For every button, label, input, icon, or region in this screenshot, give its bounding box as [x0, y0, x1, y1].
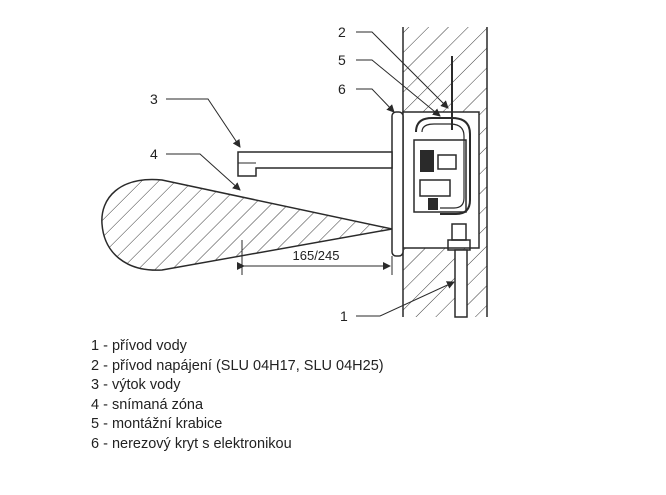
water-supply-pipe [454, 249, 468, 318]
callout-2: 2 [338, 24, 346, 40]
callout-5: 5 [338, 52, 346, 68]
legend-item-sensing-zone: 4 - snímaná zóna [91, 396, 204, 413]
legend-item-power-supply: 2 - přívod napájení (SLU 04H17, SLU 04H2… [91, 357, 384, 374]
leader-6 [356, 88, 395, 113]
legend-item-water-supply: 1 - přívod vody [91, 338, 187, 354]
callout-3: 3 [150, 91, 158, 107]
mounting-box [402, 111, 480, 251]
leader-4 [166, 153, 241, 191]
leader-5 [356, 59, 441, 117]
legend-item-stainless-cover: 6 - nerezový kryt s elektronikou [91, 435, 292, 452]
spout [237, 151, 393, 177]
leader-lines [166, 31, 455, 317]
legend-item-water-outlet: 3 - výtok vody [91, 377, 181, 394]
sensing-zone [101, 178, 393, 271]
leader-2 [356, 31, 449, 109]
leader-1 [356, 281, 455, 317]
leader-3 [166, 98, 241, 148]
legend-list: 1 - přívod vody 2 - přívod napájení (SLU… [91, 337, 384, 455]
callout-4: 4 [150, 146, 158, 162]
callout-6: 6 [338, 81, 346, 97]
callout-1: 1 [340, 308, 348, 324]
dimension-label: 165/245 [293, 248, 340, 263]
stainless-cover [391, 111, 404, 257]
dimension-165-245: 165/245 [237, 240, 393, 275]
legend-item-mounting-box: 5 - montážní krabice [91, 416, 223, 433]
